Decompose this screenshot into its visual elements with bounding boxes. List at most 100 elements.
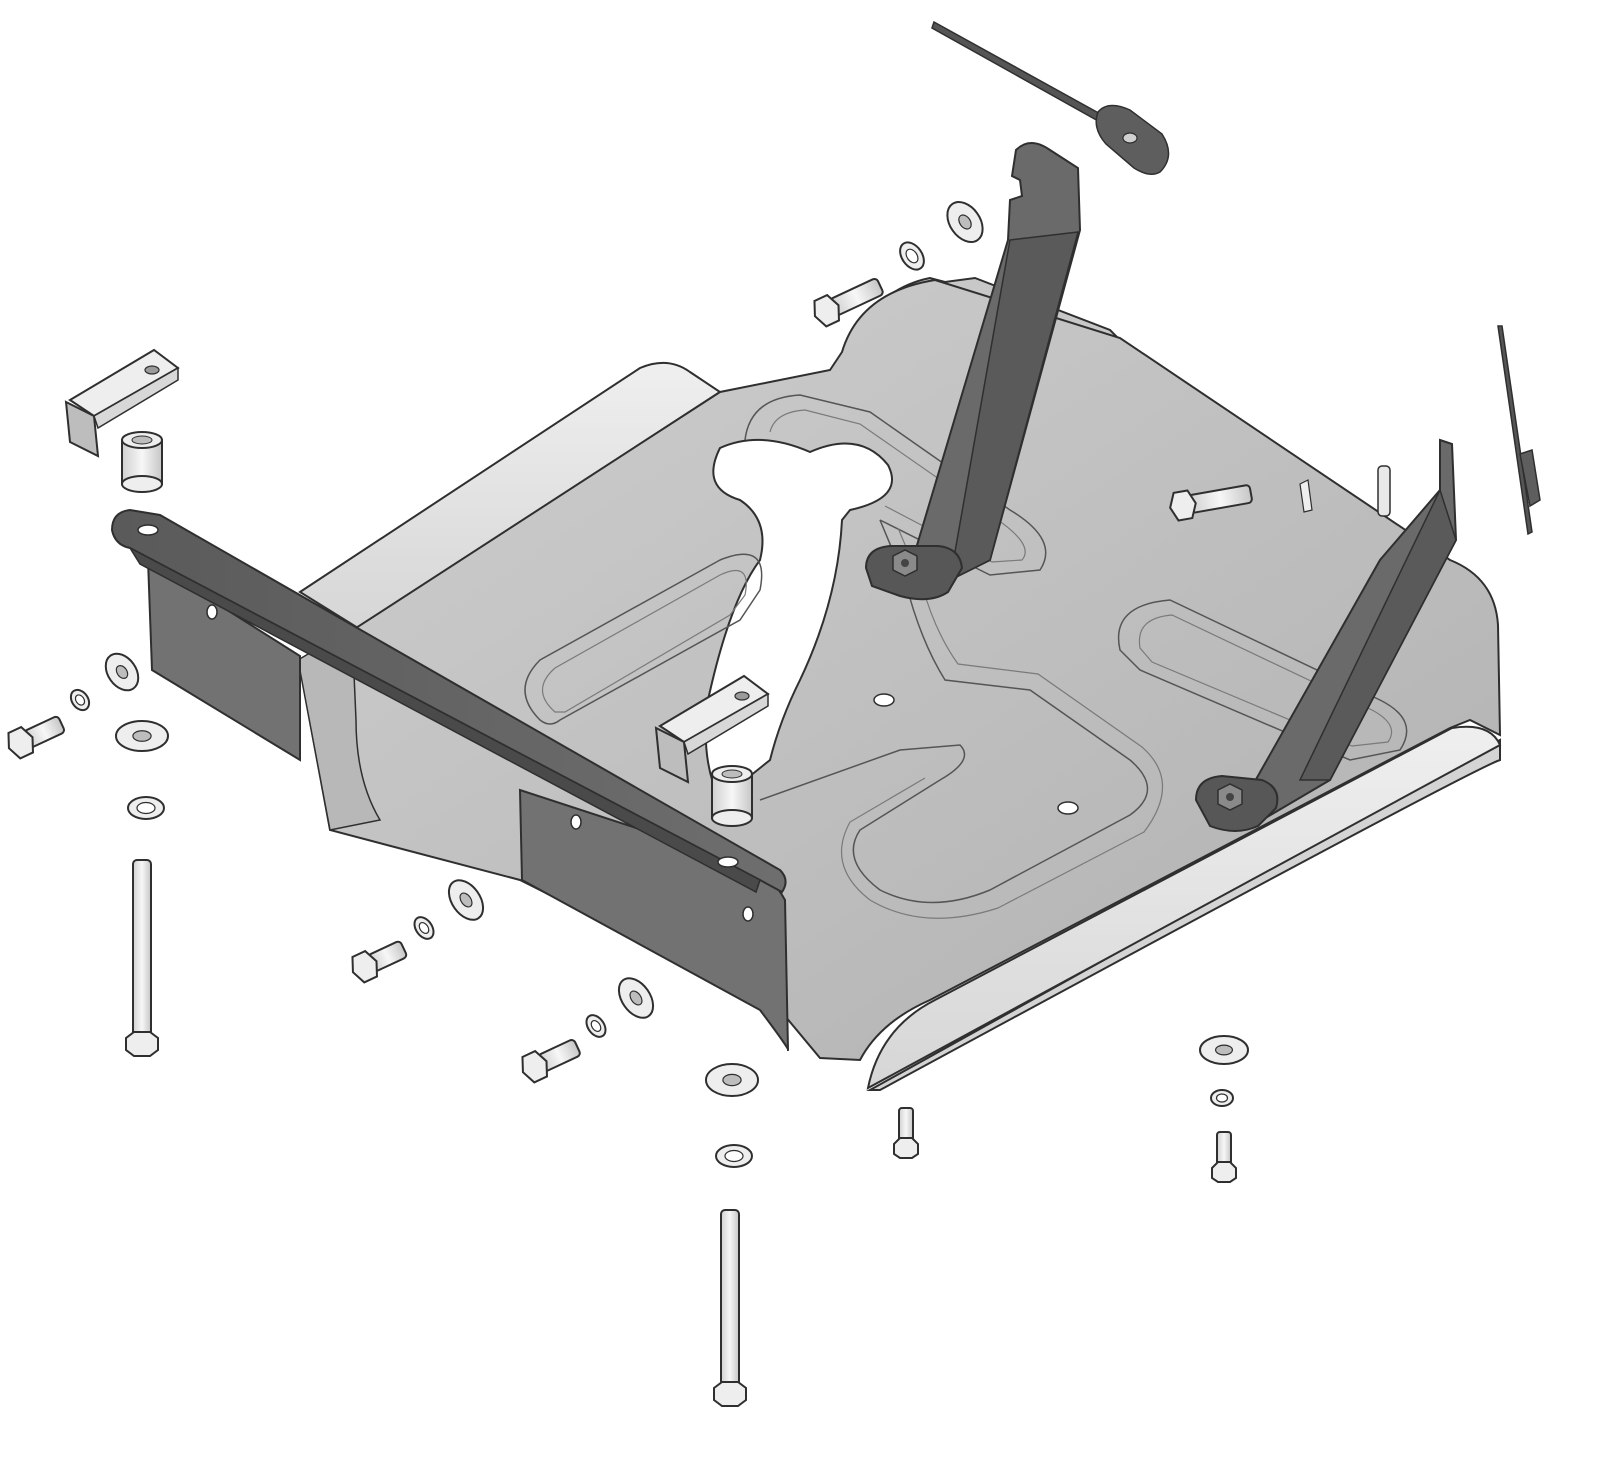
bracket-bar-slot: [137, 524, 159, 536]
rear-strut-right: [1194, 438, 1458, 832]
plate-hole: [1057, 801, 1079, 815]
hook-bracket-face: [683, 692, 769, 756]
cable-tie-right: [1299, 325, 1541, 536]
front-bracket-bar: [110, 508, 790, 1052]
hex-bolt: [893, 1107, 919, 1159]
plate-rib-right-inner: [1138, 614, 1393, 747]
spacer-bottom: [711, 809, 753, 827]
lock-washer-bore: [418, 921, 430, 935]
flat-washer: [1199, 1035, 1249, 1065]
hook-bracket-icon: [144, 365, 160, 375]
lock-washer: [899, 241, 925, 271]
hex-bolt-icon: [7, 725, 34, 760]
washer-bore: [722, 1073, 742, 1087]
flat-washer: [115, 720, 169, 752]
lock-washer: [1210, 1089, 1234, 1107]
bracket-bar-hole: [742, 906, 754, 922]
hook-bracket: [64, 348, 180, 458]
cable-tie-top: [931, 20, 1170, 175]
cable-tie-head: [1519, 449, 1541, 508]
flat-washers: [104, 201, 1249, 1097]
hex-bolt-icon: [1211, 1161, 1237, 1183]
lock-washer-bore: [1215, 1093, 1229, 1103]
bracket-bar-hole: [206, 604, 218, 620]
cable-tie-pin: [1299, 479, 1313, 513]
plate-rib-right: [1117, 599, 1408, 761]
flat-washer: [104, 652, 140, 692]
lock-washer: [585, 1014, 607, 1038]
lock-washer: [69, 688, 91, 712]
hex-bolt: [1211, 1131, 1237, 1183]
flat-washer: [705, 1063, 759, 1097]
hook-bracket-side: [654, 726, 690, 784]
spacer-bottom: [121, 475, 163, 493]
strut-foot-nut-bore: [901, 559, 909, 567]
spacer-sleeve: [121, 431, 163, 493]
washer-bore: [459, 892, 473, 908]
hex-bolt: [7, 715, 65, 760]
hex-bolt: [813, 277, 884, 328]
hook-bracket-side: [64, 400, 100, 458]
hex-bolt-icon: [813, 293, 840, 328]
long-bolt-icon: [125, 1031, 159, 1057]
bracket-bar-side: [146, 558, 301, 762]
hook-brackets: [64, 348, 770, 784]
strut-flange: [949, 231, 1080, 582]
lock-washer-bore: [136, 801, 156, 815]
hook-bracket-icon: [734, 691, 750, 701]
plate-rib-center: [759, 519, 1149, 904]
hex-bolt: [1169, 484, 1253, 522]
hex-bolt-shank: [1216, 1131, 1232, 1167]
long-bolts: [125, 859, 747, 1407]
washer-bore: [958, 214, 972, 230]
plate-rib-center-inner: [841, 527, 1164, 919]
plate-front-face: [866, 725, 1502, 1090]
plate-hole: [873, 693, 895, 707]
bracket-bar-slot: [717, 856, 739, 868]
hex-bolt-icon: [893, 1137, 919, 1159]
cable-tie-clip: [1377, 465, 1391, 517]
long-bolt-icon: [713, 1381, 747, 1407]
long-bolt-shank: [720, 1209, 740, 1387]
plate-rib-left-inner: [541, 570, 747, 713]
lock-washer: [127, 796, 165, 820]
lock-washers: [69, 241, 1234, 1168]
cable-tie-strap: [931, 20, 1106, 123]
spacer-sleeve: [711, 765, 753, 827]
cable-tie-hole: [1122, 132, 1138, 144]
lock-washer-bore: [724, 1149, 744, 1163]
lock-washer-bore: [74, 694, 86, 706]
washer-bore: [132, 730, 152, 742]
rear-strut-left: [864, 142, 1082, 601]
hex-bolt-icon: [1169, 489, 1197, 522]
plate-rib-left: [524, 553, 763, 725]
long-bolt: [713, 1209, 747, 1407]
hook-bracket-face: [93, 366, 179, 430]
strut-flange: [1298, 487, 1457, 781]
flat-washer: [617, 977, 655, 1019]
hex-bolt-shank: [898, 1107, 914, 1143]
plate-inner-wall: [297, 626, 382, 831]
spacer-sleeves: [121, 431, 753, 827]
washer-bore: [115, 665, 129, 679]
hex-bolt-icon: [351, 949, 378, 984]
hex-bolts: [7, 277, 1253, 1183]
bracket-bar-edge: [127, 546, 761, 894]
plate-rib-top: [744, 394, 1047, 576]
hex-bolt-icon: [521, 1049, 548, 1084]
spacer-bore: [721, 769, 743, 779]
hook-bracket: [654, 674, 770, 784]
bracket-bar-top: [110, 508, 787, 894]
flat-washer: [447, 879, 485, 921]
lock-washer: [413, 916, 435, 940]
lock-washer-bore: [905, 248, 919, 264]
long-bolt-shank: [132, 859, 152, 1037]
cable-tie-strap: [1497, 325, 1533, 536]
hex-bolt: [521, 1039, 581, 1084]
strut-foot: [864, 545, 964, 601]
hex-bolt: [351, 940, 408, 984]
plate-left-wall: [298, 361, 722, 630]
spacer-bore: [131, 435, 153, 445]
